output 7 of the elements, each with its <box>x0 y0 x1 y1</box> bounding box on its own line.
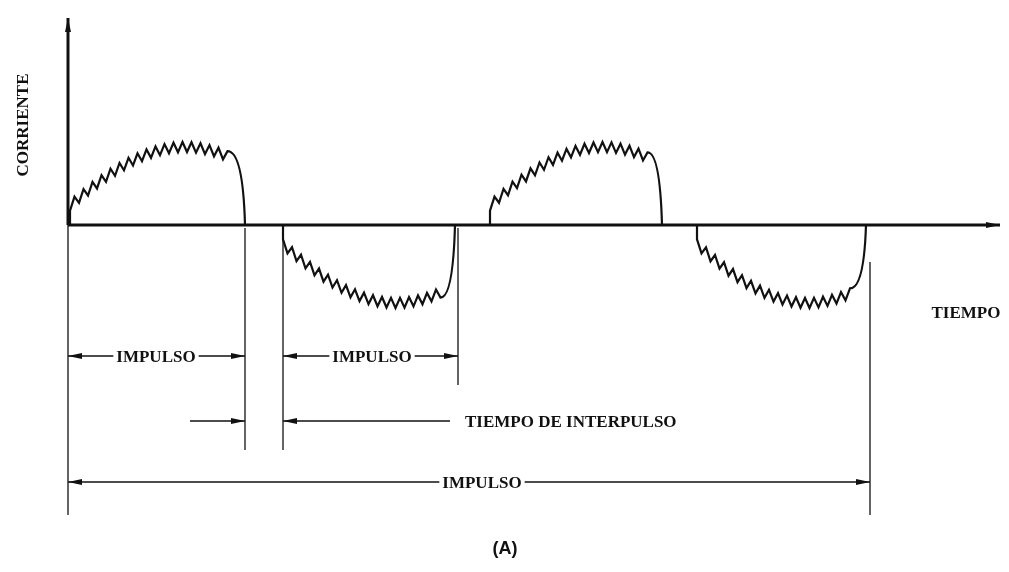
dimension-label: TIEMPO DE INTERPULSO <box>465 412 677 430</box>
y-axis-label: CORRIENTE <box>13 73 31 177</box>
dimension-label: IMPULSO <box>332 347 412 365</box>
dimension-label: IMPULSO <box>442 473 522 491</box>
x-axis-label: TIEMPO <box>931 303 1001 321</box>
dimension-label: IMPULSO <box>116 347 196 365</box>
caption: (A) <box>492 539 518 557</box>
